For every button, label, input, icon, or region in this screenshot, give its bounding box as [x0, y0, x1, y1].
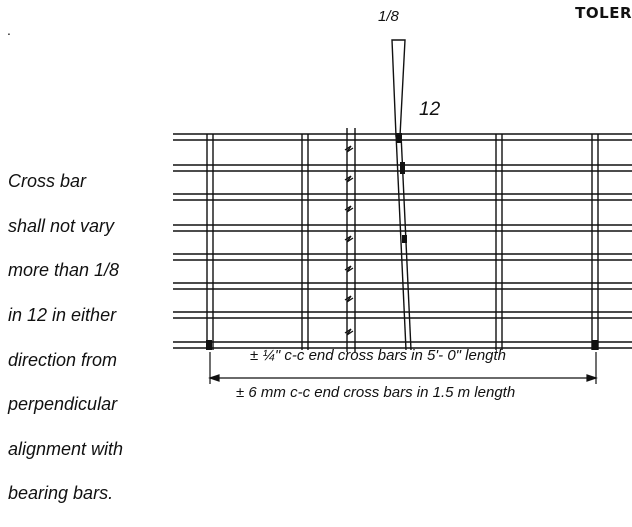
bearing-bars	[173, 133, 632, 349]
note-line: bearing bars.	[8, 483, 114, 504]
note-line: direction from	[8, 349, 118, 370]
bearing-bar	[173, 133, 632, 141]
break-marks	[344, 145, 354, 336]
cross-bar	[206, 134, 214, 350]
weld-marks	[206, 133, 598, 350]
cross-bar	[495, 134, 503, 350]
note-line: more than 1/8	[8, 260, 120, 281]
dimension-lines	[208, 352, 598, 384]
dimension-metric-label: ± 6 mm c-c end cross bars in 1.5 m lengt…	[236, 384, 516, 401]
corner-mark: .	[7, 22, 11, 38]
bearing-bar	[173, 193, 632, 201]
tolerance-wedge	[391, 39, 406, 137]
cross-bar	[591, 134, 599, 350]
dimension-imperial-label: ± ¼" c-c end cross bars in 5'- 0" length	[250, 347, 507, 364]
grating-diagram	[173, 39, 632, 384]
bearing-bar	[173, 253, 632, 261]
bearing-bar	[173, 341, 632, 349]
note-line: shall not vary	[8, 215, 115, 236]
note-line: perpendicular	[8, 394, 118, 415]
bearing-bar	[173, 311, 632, 319]
tolerance-note: Cross bar shall not vary more than 1/8 i…	[8, 148, 168, 527]
note-line: in 12 in either	[8, 305, 117, 326]
bearing-bar	[173, 224, 632, 232]
page-header-title: TOLER	[575, 4, 632, 22]
tolerance-run-label: 12	[419, 99, 441, 120]
note-line: alignment with	[8, 438, 124, 459]
cross-bar	[301, 134, 309, 350]
tolerance-fraction-label: 1/8	[378, 8, 399, 25]
note-line: Cross bar	[8, 171, 87, 192]
cross-bar-break	[346, 128, 356, 352]
cross-bars	[206, 128, 599, 352]
